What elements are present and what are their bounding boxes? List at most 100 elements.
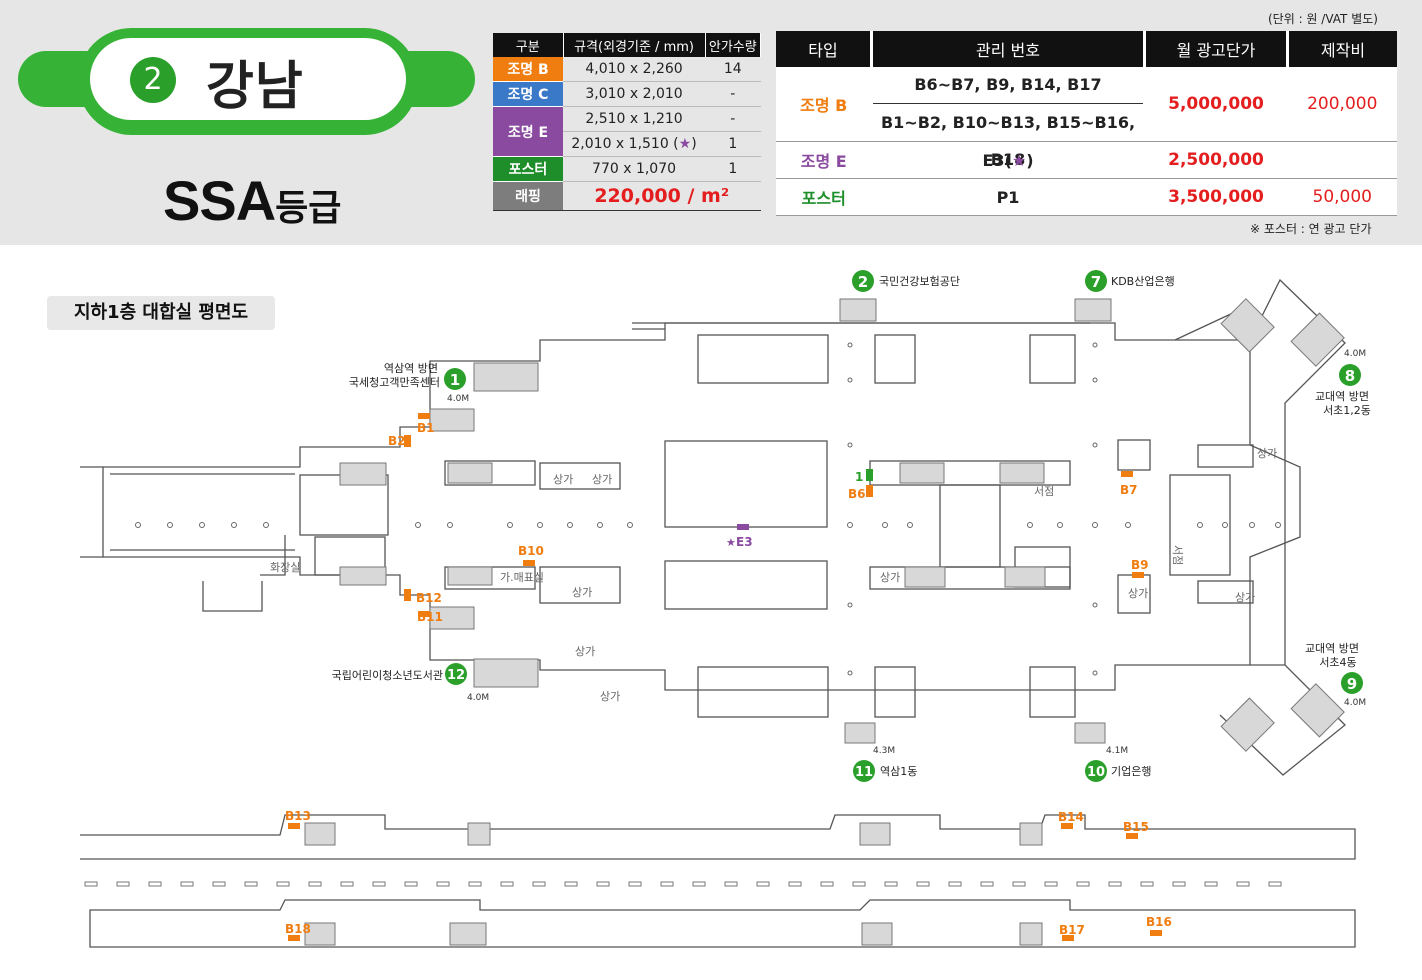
spec-header-size: 규격(외경기준 / mm) — [563, 33, 706, 57]
spec-label: 조명 C — [493, 81, 563, 107]
spec-row-wrapping: 래핑 220,000 / m² — [493, 181, 761, 211]
ad-marker-b1 — [418, 413, 430, 419]
exit-label: 국세청고객만족센터 — [349, 376, 440, 389]
exit-number-circle — [1085, 270, 1107, 292]
exit-number: 9 — [1347, 675, 1357, 693]
ad-marker-e3 — [737, 524, 749, 530]
spec-size-text: 2,010 x 1,510 ( — [571, 136, 679, 152]
room-label: 상가 — [572, 586, 592, 599]
production-cost: 50,000 — [1287, 178, 1397, 216]
price-header-monthly: 월 광고단가 — [1143, 31, 1288, 67]
exit-number-circle — [1341, 672, 1363, 694]
ad-marker-b7 — [1121, 471, 1133, 477]
ad-label: E3 — [736, 535, 753, 549]
ad-label: B7 — [1120, 483, 1138, 497]
spec-row: 조명 E 2,510 x 1,210 - — [493, 106, 761, 157]
price-header-type: 타입 — [776, 31, 872, 67]
price-row: 포스터 P1 3,500,000 50,000 — [776, 178, 1397, 216]
spec-label: 조명 B — [493, 57, 563, 82]
ad-label: B15 — [1123, 820, 1149, 834]
exit-9: 교대역 방면 서초4동 9 4.0M — [1305, 642, 1366, 708]
production-cost — [1287, 141, 1397, 179]
ad-marker-b12 — [404, 589, 411, 601]
exit-10: 4.1M 10 기업은행 — [1085, 746, 1151, 782]
spec-header-category: 구분 — [493, 33, 564, 57]
monthly-price: 5,000,000 — [1144, 67, 1288, 142]
ad-label: B18 — [285, 922, 311, 936]
station-grade: SSA등급 — [163, 168, 341, 233]
exit-number: 7 — [1091, 273, 1101, 291]
exit-number: 1 — [450, 371, 460, 389]
spec-label: 조명 E — [493, 106, 563, 157]
exit-width: 4.0M — [447, 394, 469, 404]
line-number-badge: 2 — [130, 57, 176, 103]
unit-note: (단위 : 원 /VAT 별도) — [1268, 12, 1378, 26]
ad-marker-b9 — [1132, 572, 1144, 578]
exit-width: 4.0M — [467, 693, 489, 703]
ad-marker-b14 — [1061, 823, 1073, 829]
room-label: 상가 — [1257, 447, 1277, 460]
exit-label: 교대역 방면 — [1305, 642, 1359, 655]
price-table: 타입 관리 번호 월 광고단가 제작비 조명 B B6~B7, B9, B14,… — [776, 31, 1397, 216]
exit-label: KDB산업은행 — [1111, 275, 1175, 288]
exit-12: 국립어린이청소년도서관 12 4.0M — [332, 663, 489, 703]
exit-label: 국립어린이청소년도서관 — [332, 669, 443, 682]
ad-marker-b13 — [288, 823, 300, 829]
spec-qty: 1 — [705, 156, 761, 182]
station-name: 강남 — [206, 57, 304, 117]
price-row: 조명 B B6~B7, B9, B14, B17 B1~B2, B10~B13,… — [776, 67, 1397, 169]
exit-label: 교대역 방면 — [1315, 390, 1369, 403]
ad-label: B10 — [518, 544, 544, 558]
exit-width: 4.0M — [1344, 349, 1366, 359]
ad-label: B9 — [1131, 558, 1149, 572]
price-numbers: P1 — [871, 178, 1145, 216]
ad-label: B2 — [388, 434, 406, 448]
spec-size: 770 x 1,070 — [563, 156, 706, 182]
room-label: 상가 — [575, 645, 595, 658]
floor-plan: 상가 상가 상가 상가 상가 상가 상가 상가 상가 서점 화장실 가.매표실 … — [80, 270, 1371, 948]
spec-size: 2,010 x 1,510 (★) — [563, 131, 706, 157]
spec-size: 3,010 x 2,010 — [563, 81, 706, 107]
exit-width: 4.1M — [1106, 746, 1128, 756]
monthly-price: 3,500,000 — [1144, 178, 1288, 216]
mgmt-number: B1~B2, B10~B13, B15~B16, B18 — [880, 113, 1136, 169]
exit-number-circle — [444, 368, 466, 390]
price-numbers: E3(★) — [871, 141, 1145, 179]
room-label: 상가 — [600, 690, 620, 703]
wrapping-price: 220,000 / m² — [563, 181, 761, 211]
spec-label: 포스터 — [493, 156, 563, 182]
room-label: 가.매표실 — [500, 571, 544, 584]
ad-marker-b11 — [418, 611, 430, 617]
room-label: 상가 — [1235, 591, 1255, 604]
ad-marker-b18 — [288, 935, 300, 941]
price-header-number: 관리 번호 — [870, 31, 1145, 67]
spec-size-end: ) — [691, 136, 697, 152]
grade-main: SSA — [163, 169, 276, 232]
exit-number-circle — [1085, 760, 1107, 782]
exit-number: 12 — [447, 668, 465, 683]
exit-number: 2 — [858, 273, 868, 291]
spec-qty: - — [705, 81, 761, 107]
ad-label: B16 — [1146, 915, 1172, 929]
ad-label: B1 — [417, 421, 435, 435]
exit-label: 역삼역 방면 — [384, 362, 438, 375]
spec-table: 구분 규격(외경기준 / mm) 안가수량 조명 B 4,010 x 2,260… — [493, 33, 762, 211]
footnote: ※ 포스터 : 연 광고 단가 — [1250, 222, 1372, 236]
spec-row: 조명 C 3,010 x 2,010 - — [493, 81, 761, 107]
exit-label: 서초4동 — [1319, 656, 1356, 669]
poster-label: 1 — [855, 470, 863, 484]
price-header-production: 제작비 — [1286, 31, 1397, 67]
exit-number-circle — [445, 663, 467, 685]
spec-qty: 14 — [705, 57, 761, 82]
production-cost: 200,000 — [1287, 67, 1397, 142]
exit-width: 4.3M — [873, 746, 895, 756]
track-dashes — [84, 881, 1282, 887]
ad-marker-b15 — [1126, 833, 1138, 839]
room-label: 화장실 — [270, 561, 300, 574]
price-type: 포스터 — [776, 178, 872, 216]
exit-number-circle — [1339, 364, 1361, 386]
exit-7: 7 KDB산업은행 — [1085, 270, 1175, 292]
floor-plan-title: 지하1층 대합실 평면도 — [47, 296, 275, 330]
grade-suffix: 등급 — [275, 188, 342, 229]
stairs — [304, 298, 1345, 946]
